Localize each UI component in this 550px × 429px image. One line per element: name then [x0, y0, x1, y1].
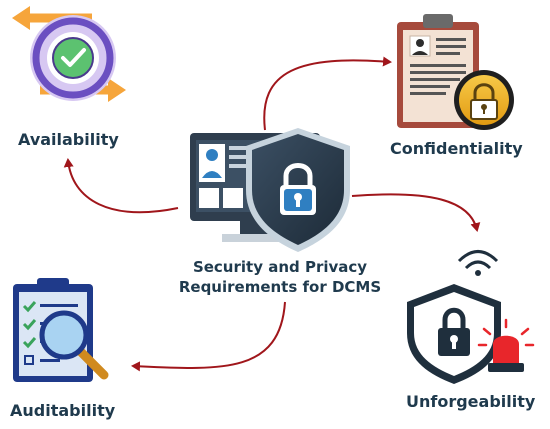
availability-label: Availability — [18, 130, 119, 149]
monitor-shield-lock-icon — [190, 128, 350, 252]
center-title: Security and Privacy Requirements for DC… — [150, 257, 410, 297]
center-title-line-2: Requirements for DCMS — [178, 278, 382, 296]
arrow-to-confidentiality — [263, 56, 392, 131]
shield-alarm-wifi-icon — [407, 250, 535, 384]
center-title-line-1: Security and Privacy — [192, 258, 368, 276]
arrow-to-availability — [63, 158, 179, 214]
arrow-to-auditability — [131, 301, 286, 372]
unforgeability-label: Unforgeability — [406, 392, 536, 411]
clipboard-magnifier-icon — [13, 278, 109, 382]
circular-arrows-check-icon — [12, 6, 126, 102]
arrows — [63, 56, 481, 372]
arrow-to-unforgeability — [351, 193, 481, 232]
clipboard-padlock-icon — [397, 14, 514, 130]
confidentiality-label: Confidentiality — [390, 139, 523, 158]
auditability-label: Auditability — [10, 401, 116, 420]
